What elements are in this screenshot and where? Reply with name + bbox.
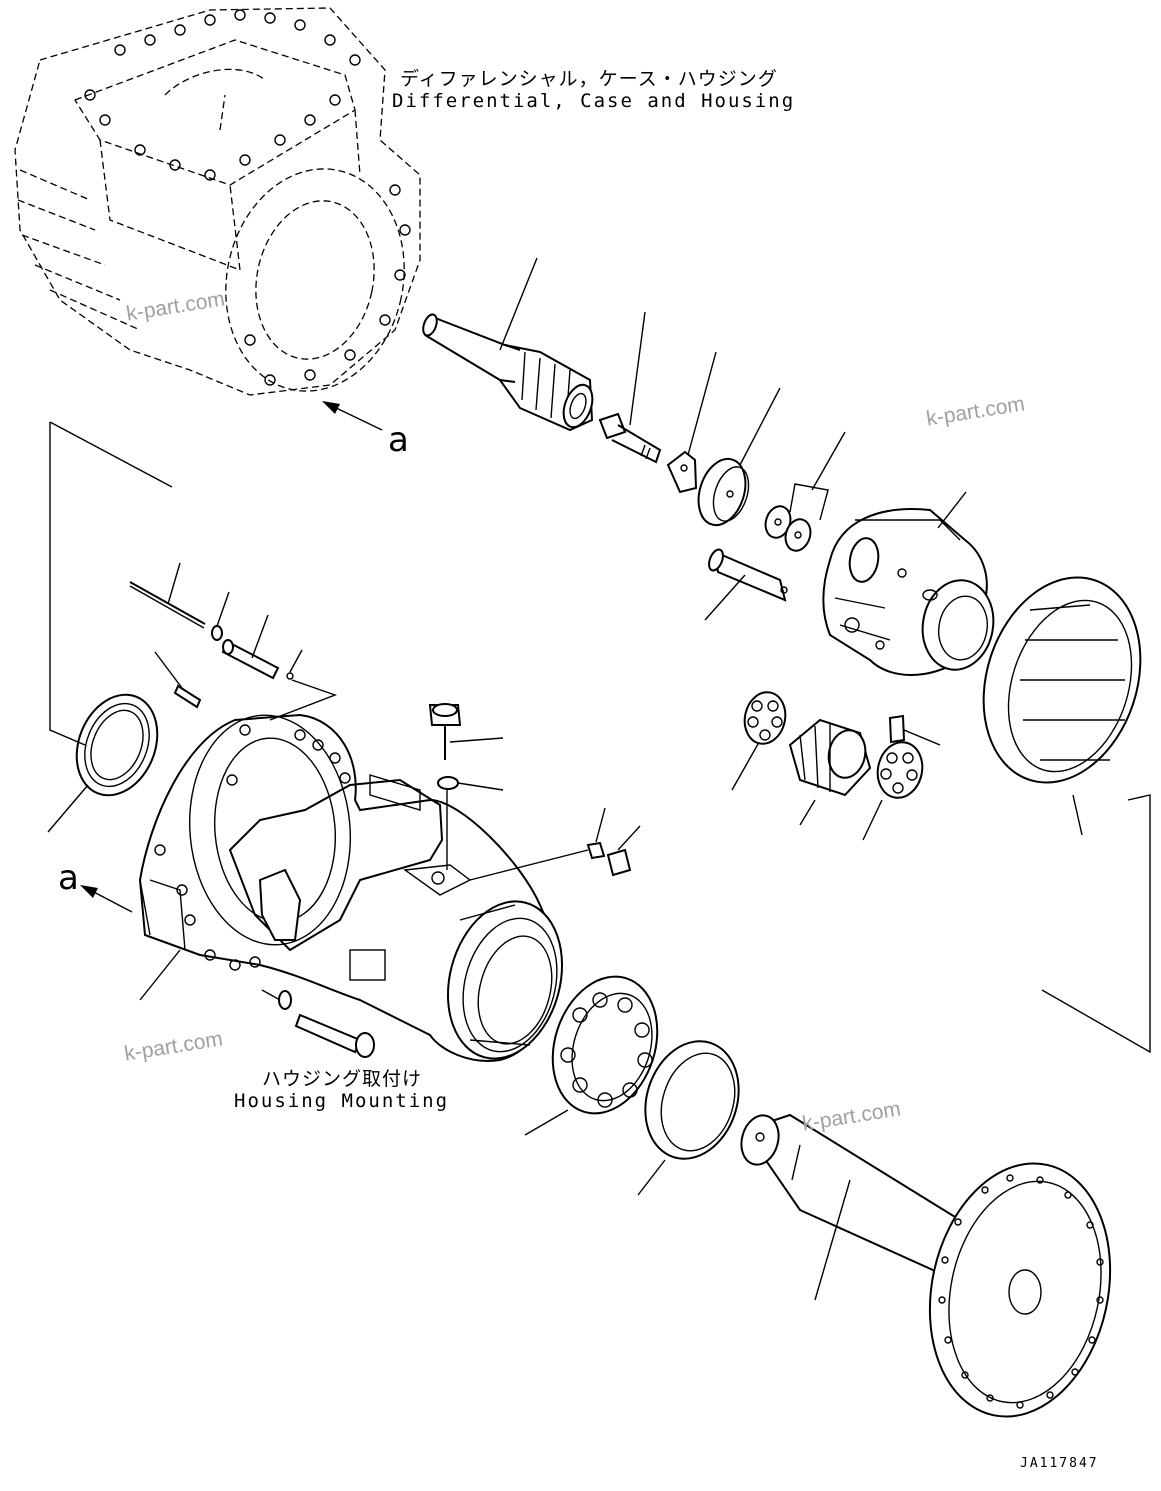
mounting-label-jp: ハウジング取付け <box>262 1068 423 1090</box>
wheel-hub-flange <box>928 1162 1112 1418</box>
spacer-ring <box>637 1040 740 1196</box>
split-pin <box>129 562 206 629</box>
nut <box>469 807 606 881</box>
differential-housing-reference <box>14 7 421 396</box>
differential-label-en: Differential, Case and Housing <box>392 90 796 112</box>
axle-shaft <box>740 1113 962 1301</box>
side-gear-washer <box>731 691 787 791</box>
input-shaft <box>422 257 594 432</box>
oil-seal <box>47 693 159 833</box>
housing-bolts <box>84 9 411 386</box>
thrust-washer <box>697 387 781 527</box>
dowel-pin <box>888 714 941 746</box>
view-arrow-top <box>322 401 383 431</box>
pin <box>221 614 280 680</box>
axle-housing <box>138 713 564 1062</box>
roller-bearing <box>524 975 659 1136</box>
drawing-code: JA117847 <box>1020 1456 1099 1471</box>
mounting-bolt <box>261 989 375 1058</box>
mounting-washer <box>278 990 292 1010</box>
clip <box>269 649 338 721</box>
hub-bolt-holes <box>938 1174 1104 1409</box>
mounting-label-en: Housing Mounting <box>234 1090 450 1112</box>
arrow-label-left: a <box>58 858 79 898</box>
leader-frame <box>49 421 1151 1054</box>
view-arrow-left <box>80 885 133 913</box>
arrow-label-top: a <box>388 420 409 460</box>
plug <box>606 825 641 877</box>
lock-plate <box>666 351 717 494</box>
flange-bolt-holes <box>154 724 351 971</box>
roll-pin <box>154 651 202 709</box>
differential-case <box>822 491 995 676</box>
breather <box>428 703 504 870</box>
bolt <box>598 311 662 464</box>
thrust-bearing <box>862 741 924 841</box>
shims <box>764 431 846 552</box>
pinion-shaft <box>704 548 788 621</box>
differential-label-jp: ディファレンシャル，ケース・ハウジング <box>400 68 778 90</box>
ring-gear <box>982 576 1142 836</box>
o-ring-small <box>211 591 230 641</box>
pinion-gear <box>788 718 872 826</box>
